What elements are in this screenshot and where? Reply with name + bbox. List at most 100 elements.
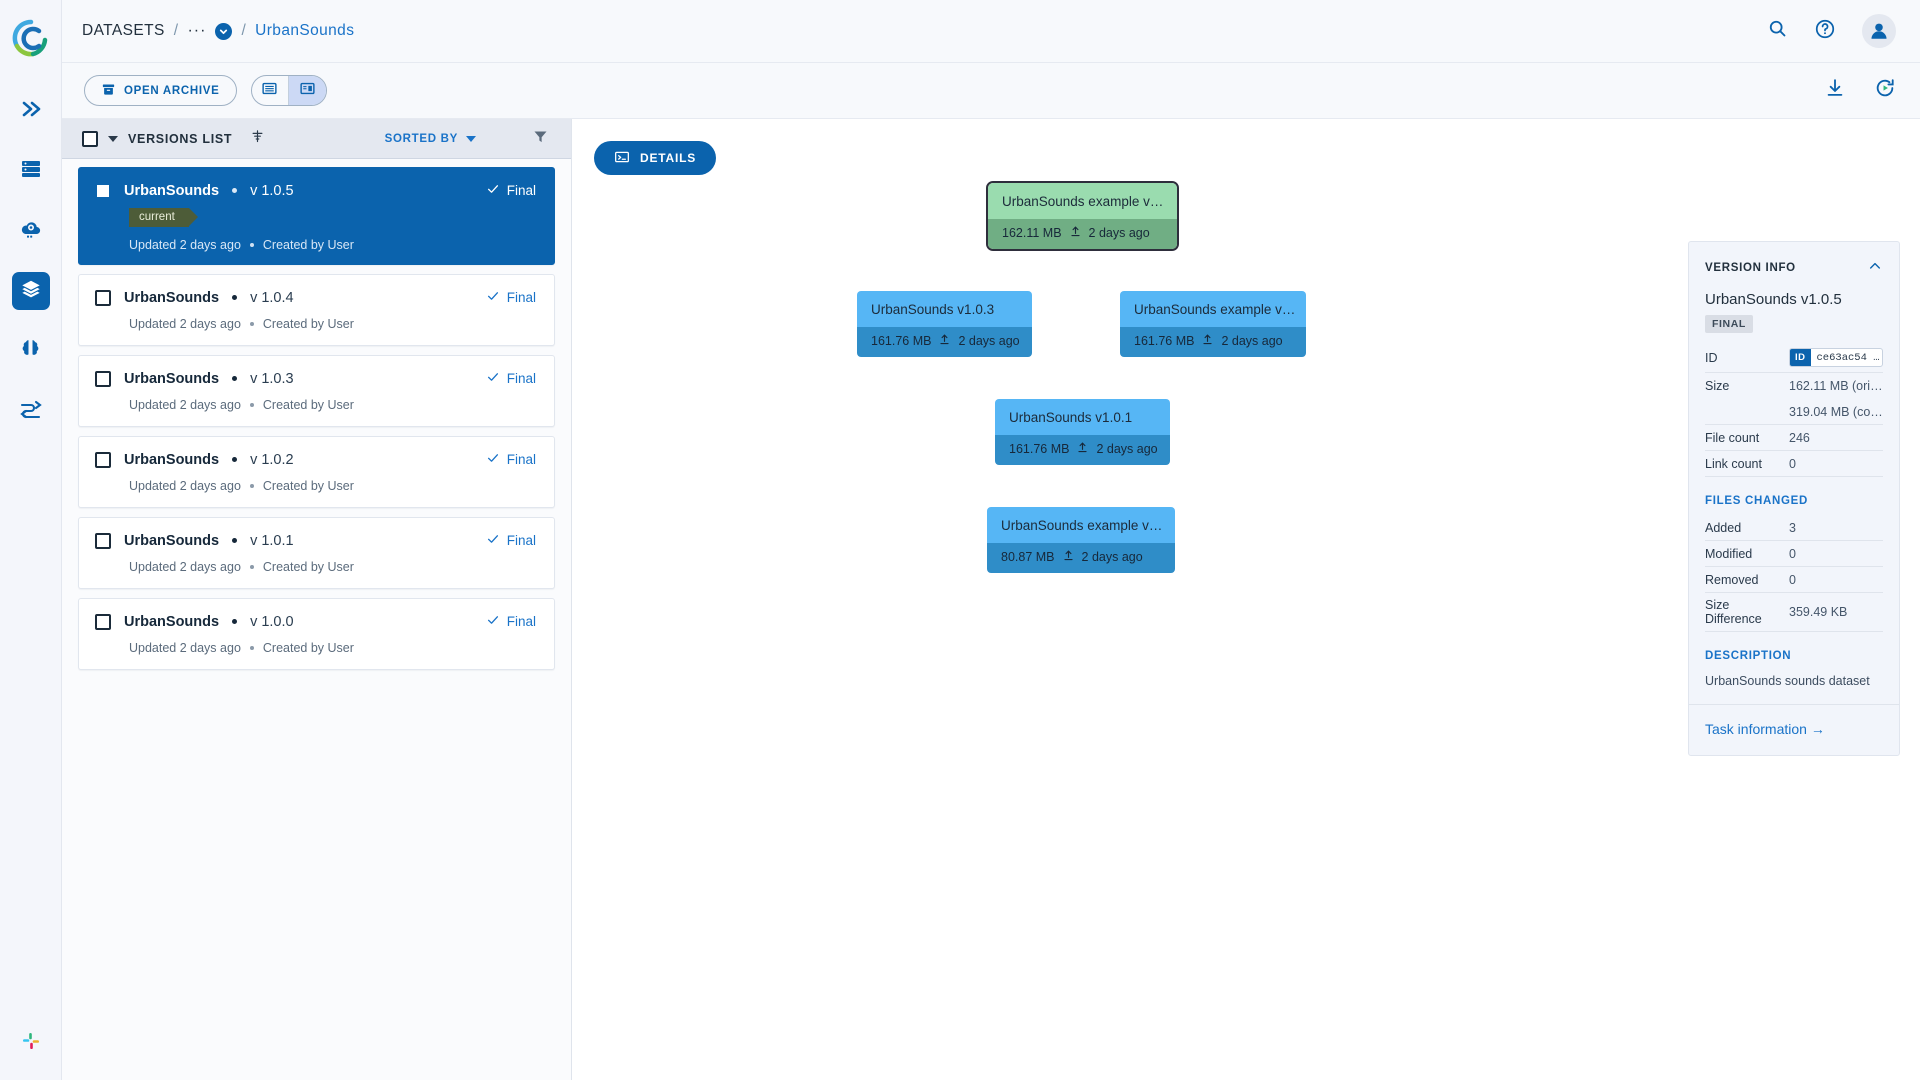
version-status-label: Final [506, 371, 536, 386]
version-checkbox[interactable] [95, 182, 111, 199]
version-card[interactable]: UrbanSounds v 1.0.1 Final Updated 2 days… [78, 517, 555, 589]
task-information-link[interactable]: Task information → [1705, 721, 1825, 737]
chevron-up-icon[interactable] [1867, 258, 1883, 277]
select-all-dropdown-icon[interactable] [108, 135, 118, 142]
pipeline-icon [19, 397, 43, 426]
lineage-graph[interactable]: DETAILS [572, 119, 1920, 1080]
graph-node-selected[interactable]: UrbanSounds example v… 162.11 MB 2 days … [986, 181, 1179, 251]
version-name: UrbanSounds [124, 532, 220, 549]
version-checkbox[interactable] [95, 532, 111, 549]
graph-node[interactable]: UrbanSounds example v… 161.76 MB 2 days … [1120, 291, 1306, 357]
version-updated: Updated 2 days ago [129, 317, 241, 331]
open-archive-label: OPEN ARCHIVE [124, 84, 220, 97]
version-card[interactable]: UrbanSounds v 1.0.4 Final Updated 2 days… [78, 274, 555, 346]
top-actions [1767, 14, 1896, 48]
graph-node-age: 2 days ago [958, 334, 1020, 348]
meta-separator-dot [249, 243, 254, 247]
toolbar: OPEN ARCHIVE [62, 63, 1920, 119]
graph-node[interactable]: UrbanSounds example v… 80.87 MB 2 days a… [987, 507, 1175, 573]
version-creator: Created by User [262, 641, 354, 655]
version-card[interactable]: UrbanSounds v 1.0.5 Final current Update… [78, 167, 555, 265]
upload-icon [1062, 549, 1075, 565]
sidebar-item-expand[interactable] [12, 92, 50, 130]
version-number: v 1.0.5 [250, 182, 294, 199]
help-icon[interactable] [1814, 18, 1836, 45]
version-status-label: Final [506, 614, 536, 629]
version-checkbox[interactable] [95, 613, 111, 630]
sidebar-item-datasets[interactable] [11, 272, 50, 310]
versions-list[interactable]: UrbanSounds v 1.0.5 Final current Update… [62, 159, 571, 1080]
versions-panel: VERSIONS LIST SORTED BY [62, 119, 572, 1080]
check-icon [486, 289, 500, 306]
version-number: v 1.0.4 [250, 289, 294, 306]
app-logo[interactable] [0, 6, 62, 70]
info-row-value: 0 [1789, 572, 1796, 587]
version-checkbox[interactable] [95, 451, 111, 468]
sort-settings-icon[interactable] [250, 129, 265, 149]
brain-icon [19, 337, 42, 365]
graph-node-age: 2 days ago [1096, 442, 1158, 456]
sidebar-item-models[interactable] [12, 332, 50, 370]
separator-dot [232, 376, 238, 381]
meta-separator-dot [249, 403, 254, 407]
version-card[interactable]: UrbanSounds v 1.0.2 Final Updated 2 days… [78, 436, 555, 508]
check-icon [486, 613, 500, 630]
download-icon[interactable] [1824, 77, 1846, 104]
left-rail [0, 0, 62, 1080]
breadcrumb-current[interactable]: UrbanSounds [255, 22, 355, 39]
version-info-panel: VERSION INFO UrbanSounds v1.0.5 FINAL ID… [1688, 241, 1900, 756]
version-creator: Created by User [262, 479, 354, 493]
sorted-by-caret-icon [466, 135, 476, 142]
version-updated: Updated 2 days ago [129, 560, 241, 574]
search-icon[interactable] [1767, 18, 1788, 44]
info-row-value: 162.11 MB (origi… [1789, 379, 1883, 393]
files-changed-row-added: Added 3 [1705, 515, 1883, 541]
sidebar-item-cloud[interactable] [12, 212, 50, 250]
version-name: UrbanSounds [124, 289, 220, 306]
sidebar-item-slack[interactable] [19, 1029, 43, 1058]
top-bar: DATASETS / ··· / UrbanSounds [62, 0, 1920, 63]
separator-dot [232, 188, 238, 193]
meta-separator-dot [249, 322, 254, 326]
sidebar-item-resources[interactable] [12, 152, 50, 190]
filter-icon[interactable] [532, 128, 549, 150]
open-archive-button[interactable]: OPEN ARCHIVE [84, 75, 237, 106]
chevron-down-icon[interactable] [215, 22, 233, 40]
version-status: Final [486, 182, 536, 199]
version-name: UrbanSounds [124, 451, 220, 468]
graph-node-footer: 80.87 MB 2 days ago [987, 543, 1175, 573]
version-status: Final [486, 613, 536, 630]
breadcrumb-ellipsis[interactable]: ··· [187, 22, 207, 39]
graph-node[interactable]: UrbanSounds v1.0.3 161.76 MB 2 days ago [857, 291, 1032, 357]
divider [1689, 704, 1899, 705]
select-all-checkbox[interactable] [82, 130, 98, 147]
refresh-icon[interactable] [1874, 77, 1896, 104]
sorted-by-control[interactable]: SORTED BY [385, 133, 476, 145]
meta-separator-dot [249, 565, 254, 569]
graph-node-footer: 161.76 MB 2 days ago [857, 327, 1032, 357]
graph-edges [572, 119, 872, 269]
breadcrumb-root[interactable]: DATASETS [82, 22, 165, 39]
info-row-value: 359.49 KB [1789, 605, 1848, 619]
graph-node[interactable]: UrbanSounds v1.0.1 161.76 MB 2 days ago [995, 399, 1170, 465]
version-card[interactable]: UrbanSounds v 1.0.3 Final Updated 2 days… [78, 355, 555, 427]
view-mode-list[interactable] [252, 76, 289, 105]
graph-node-title: UrbanSounds v1.0.3 [857, 291, 1032, 327]
version-card[interactable]: UrbanSounds v 1.0.0 Final Updated 2 days… [78, 598, 555, 670]
sidebar-item-pipelines[interactable] [12, 392, 50, 430]
version-creator: Created by User [262, 238, 354, 252]
version-meta: Updated 2 days ago Created by User [129, 398, 536, 412]
version-checkbox[interactable] [95, 370, 111, 387]
version-creator: Created by User [262, 560, 354, 574]
layers-icon [20, 278, 42, 305]
split-view-icon [299, 80, 316, 102]
upload-icon [1201, 333, 1214, 349]
files-changed-row-modified: Modified 0 [1705, 541, 1883, 567]
graph-node-title: UrbanSounds example v… [987, 507, 1175, 543]
id-pill[interactable]: ID ce63ac54 … [1789, 348, 1883, 367]
details-button[interactable]: DETAILS [594, 141, 717, 175]
avatar[interactable] [1862, 14, 1896, 48]
view-mode-split[interactable] [288, 76, 326, 105]
version-checkbox[interactable] [95, 289, 111, 306]
info-row-size-compressed: 319.04 MB (com… [1705, 399, 1883, 425]
